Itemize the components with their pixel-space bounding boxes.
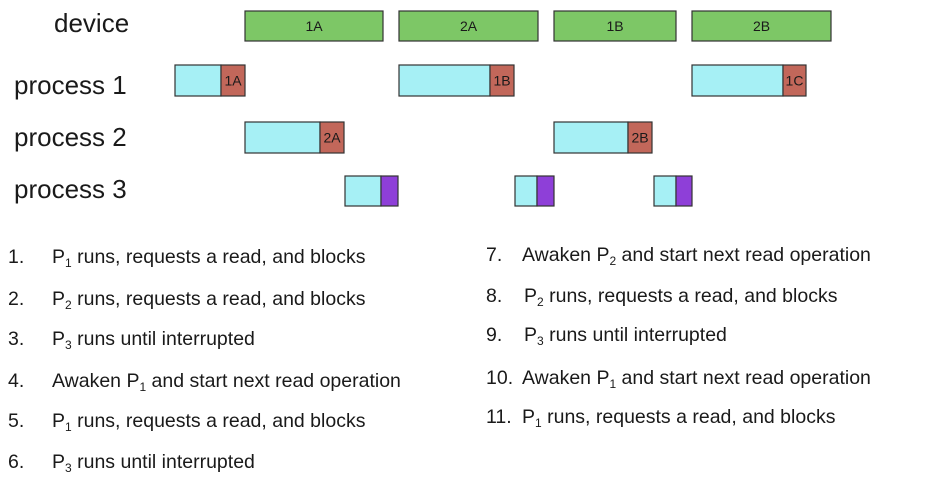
process1-run-block-1: [174, 64, 222, 97]
row-label-process-1: process 1: [14, 70, 127, 100]
device-device-io-block-1: [244, 10, 384, 42]
process2-run-block-3: [553, 121, 629, 154]
process1-block-label-2: 1A: [224, 73, 242, 89]
step-2: 2.P2 runs, requests a read, and blocks: [8, 288, 366, 312]
process3-interrupt-block-4: [536, 175, 555, 207]
step-number: 6.: [8, 451, 25, 473]
device-block-label-2: 2A: [460, 18, 478, 34]
process1-run-block-3: [398, 64, 491, 97]
process2-request-block-4: [627, 121, 653, 154]
step-7: 7.Awaken P2 and start next read operatio…: [486, 244, 871, 268]
device-block-label-4: 2B: [753, 18, 770, 34]
row-label-process-2: process 2: [14, 122, 127, 152]
process2-block-label-2: 2A: [323, 130, 341, 146]
process1-block-label-4: 1B: [493, 73, 510, 89]
row-label-device: device: [54, 8, 130, 38]
row-label-process-3: process 3: [14, 174, 127, 204]
step-6: 6.P3 runs until interrupted: [8, 451, 255, 475]
step-10: 10.Awaken P1 and start next read operati…: [486, 367, 871, 391]
step-number: 7.: [486, 244, 503, 266]
process1-request-block-6: [782, 64, 807, 97]
step-number: 5.: [8, 410, 25, 432]
process1-request-block-4: [489, 64, 515, 97]
step-number: 2.: [8, 288, 25, 310]
process1-request-block-2: [220, 64, 246, 97]
step-9: 9.P3 runs until interrupted: [486, 324, 727, 348]
device-block-label-3: 1B: [606, 18, 623, 34]
process3-interrupt-block-2: [380, 175, 399, 207]
step-1: 1.P1 runs, requests a read, and blocks: [8, 246, 366, 270]
process2-block-label-4: 2B: [631, 130, 648, 146]
step-number: 8.: [486, 285, 503, 307]
step-5: 5.P1 runs, requests a read, and blocks: [8, 410, 366, 434]
device-device-io-block-4: [691, 10, 832, 42]
step-number: 4.: [8, 370, 25, 392]
device-device-io-block-2: [398, 10, 539, 42]
timeline-diagram: 1A 2A 1B 2B 1A 1B 1C 2A 2B: [174, 10, 832, 207]
step-number: 9.: [486, 324, 503, 346]
process3-interrupt-block-6: [675, 175, 693, 207]
device-device-io-block-3: [553, 10, 677, 42]
process2-run-block-1: [244, 121, 321, 154]
process2-request-block-2: [319, 121, 345, 154]
step-11: 11.P1 runs, requests a read, and blocks: [486, 406, 836, 430]
step-number: 3.: [8, 328, 25, 350]
process1-block-label-6: 1C: [786, 73, 804, 89]
step-3: 3.P3 runs until interrupted: [8, 328, 255, 352]
device-block-label-1: 1A: [305, 18, 323, 34]
step-number: 10.: [486, 367, 514, 389]
step-number: 1.: [8, 246, 25, 268]
step-4: 4.Awaken P1 and start next read operatio…: [8, 370, 401, 394]
step-8: 8.P2 runs, requests a read, and blocks: [486, 285, 838, 309]
step-number: 11.: [486, 406, 512, 428]
